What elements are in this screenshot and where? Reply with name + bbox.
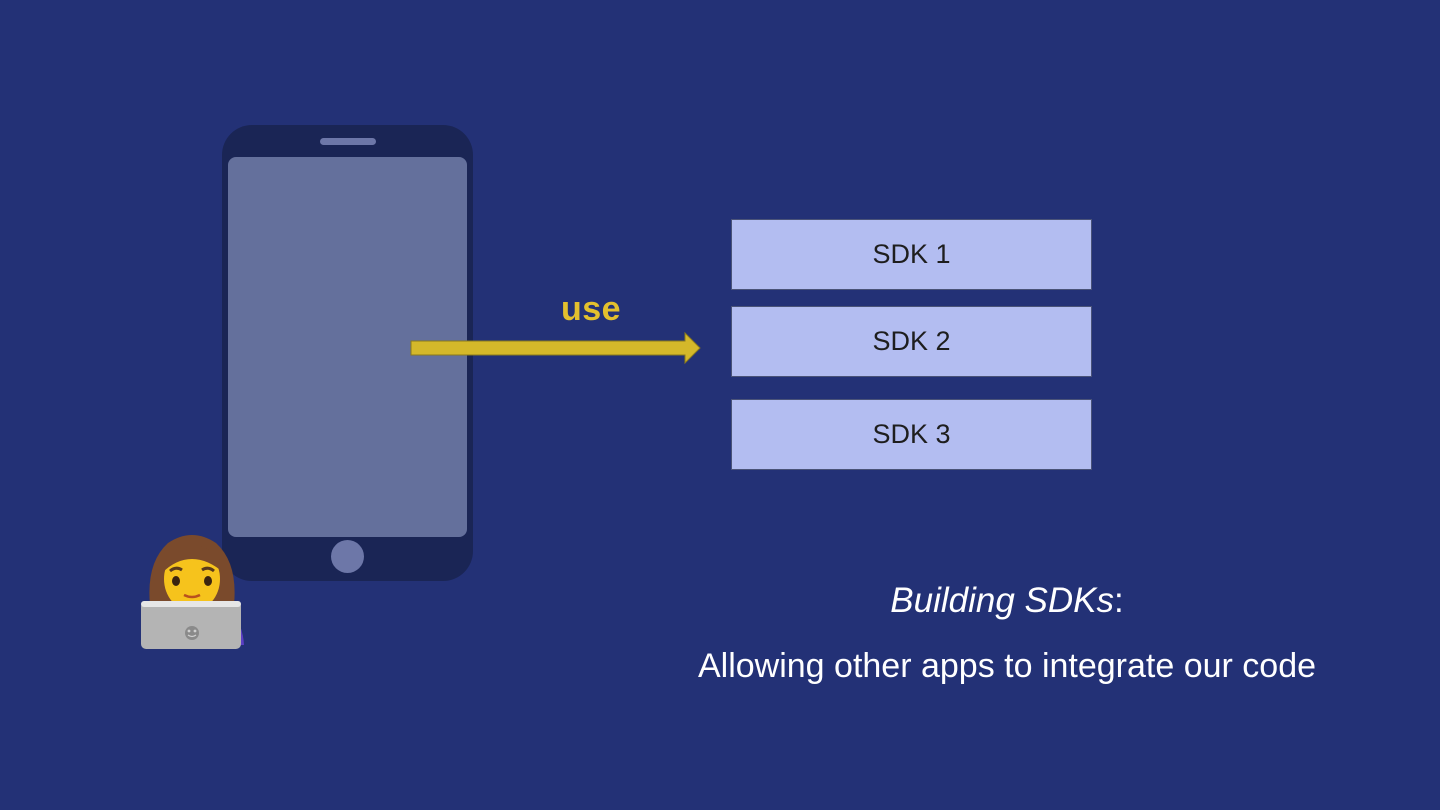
- use-arrow-shape: [410, 332, 701, 364]
- use-arrow: [410, 332, 701, 364]
- arrow-label: use: [561, 290, 622, 328]
- developer-eyebrow-right: [201, 566, 215, 573]
- sdk-box-1: SDK 1: [731, 219, 1092, 290]
- laptop-logo-eye-left: [187, 629, 191, 633]
- laptop-lid: [141, 601, 241, 649]
- caption-title-suffix: :: [1114, 581, 1124, 620]
- developer-bangs: [162, 545, 224, 573]
- caption-subtitle: Allowing other apps to integrate our cod…: [697, 647, 1317, 685]
- laptop-logo-smile: [187, 634, 197, 638]
- laptop-lid-edge: [141, 601, 241, 607]
- developer-mouth: [183, 593, 201, 599]
- sdk-label: SDK 2: [872, 326, 951, 356]
- sdk-box-2: SDK 2: [731, 306, 1092, 377]
- sdk-box-3: SDK 3: [731, 399, 1092, 470]
- developer-eyebrow-left: [169, 566, 183, 573]
- laptop-logo-eye-right: [193, 629, 197, 633]
- sdk-label: SDK 1: [872, 239, 951, 269]
- developer-face: [164, 547, 220, 611]
- sdk-label: SDK 3: [872, 419, 951, 449]
- phone-speaker: [320, 138, 376, 145]
- woman-technologist-icon: [141, 535, 244, 649]
- developer-eye-right: [204, 576, 212, 586]
- phone-home-button: [331, 540, 364, 573]
- caption-title: Building SDKs:: [682, 580, 1332, 622]
- laptop-logo: [185, 626, 199, 640]
- developer-eye-left: [172, 576, 180, 586]
- caption-title-italic: Building SDKs: [890, 581, 1114, 620]
